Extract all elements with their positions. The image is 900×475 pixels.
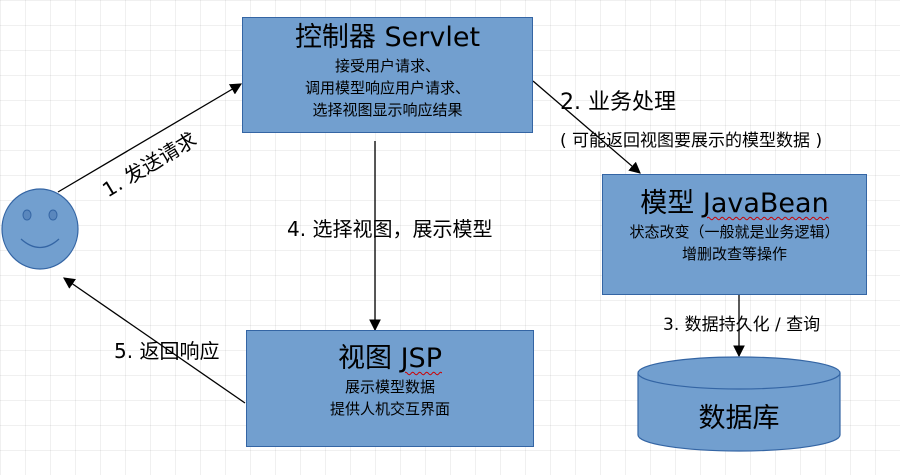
controller-title: 控制器 Servlet xyxy=(243,21,532,55)
database-label: 数据库 xyxy=(698,403,780,434)
arrow-return-response xyxy=(63,277,246,404)
view-desc-line: 展示模型数据 xyxy=(344,378,435,396)
model-desc-line: 状态改变（一般就是业务逻辑） xyxy=(629,223,840,241)
arrow-business-process xyxy=(532,80,641,174)
step-5-label: 5. 返回响应 xyxy=(114,339,220,363)
arrow-send-request xyxy=(57,83,243,193)
model-desc-line: 增删改查等操作 xyxy=(681,245,787,263)
model-title: 模型 JavaBean xyxy=(603,187,866,221)
step-3-label: 3. 数据持久化 / 查询 xyxy=(663,315,821,335)
controller-title-prefix: 控制器 xyxy=(294,22,376,53)
controller-desc-line: 调用模型响应用户请求、 xyxy=(304,79,470,97)
database-cylinder-icon xyxy=(637,356,841,452)
step-4-label: 4. 选择视图，展示模型 xyxy=(287,217,493,241)
controller-desc-line: 选择视图显示响应结果 xyxy=(312,101,463,119)
view-jsp-box: 视图 JSP 展示模型数据 提供人机交互界面 xyxy=(246,330,534,447)
smiley-face-icon xyxy=(1,188,79,270)
step-2-note: ( 可能返回视图要展示的模型数据 ) xyxy=(560,131,823,151)
view-title-name: JSP xyxy=(400,343,442,374)
controller-desc-line: 接受用户请求、 xyxy=(334,57,440,75)
view-title-prefix: 视图 xyxy=(338,343,392,374)
controller-title-name: Servlet xyxy=(384,22,481,53)
view-desc-line: 提供人机交互界面 xyxy=(329,400,450,418)
model-title-prefix: 模型 xyxy=(640,188,695,219)
controller-servlet-box: 控制器 Servlet 接受用户请求、 调用模型响应用户请求、 选择视图显示响应… xyxy=(242,17,533,133)
model-title-name: JavaBean xyxy=(702,188,829,219)
model-javabean-box: 模型 JavaBean 状态改变（一般就是业务逻辑） 增删改查等操作 xyxy=(602,174,867,295)
step-2-label: 2. 业务处理 xyxy=(560,90,676,115)
view-title: 视图 JSP xyxy=(247,342,533,376)
